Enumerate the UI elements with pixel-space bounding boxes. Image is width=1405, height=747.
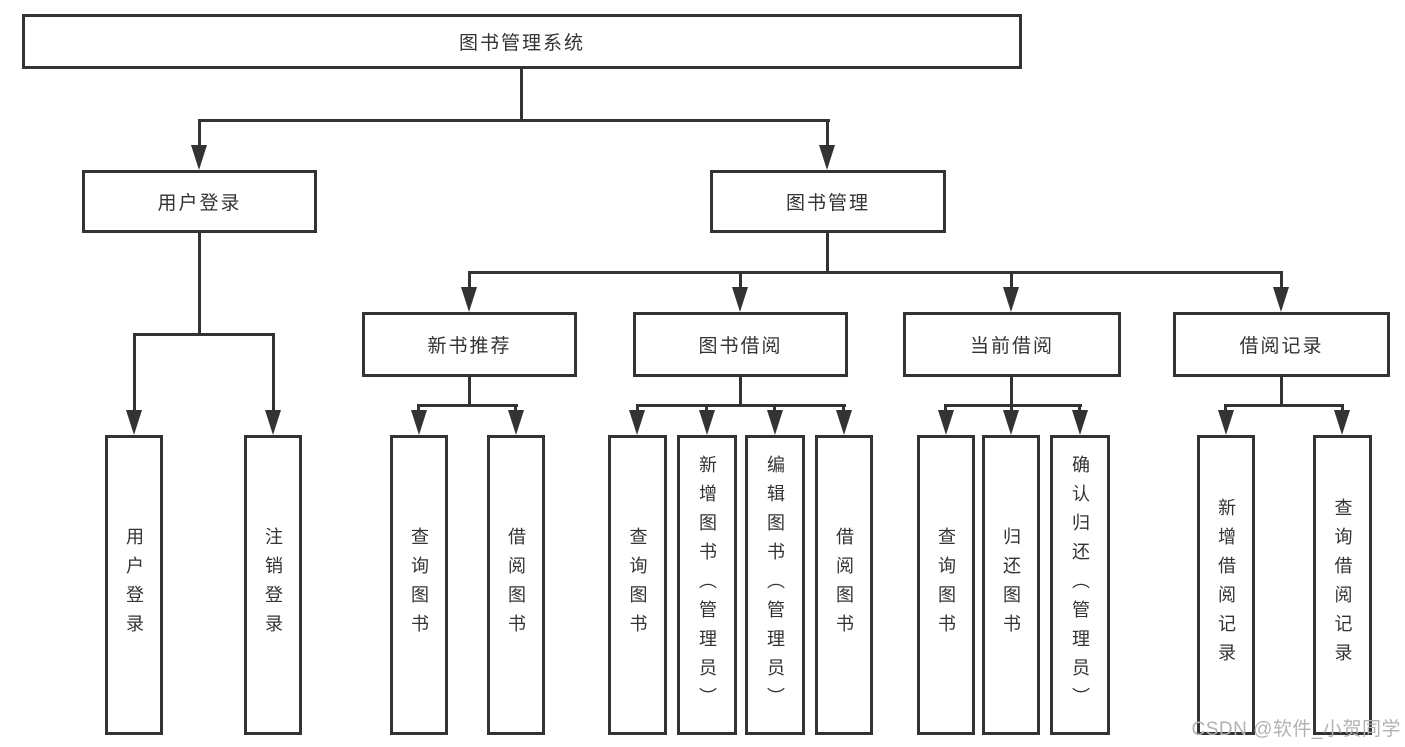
arrowhead-icon bbox=[1273, 287, 1289, 312]
arrowhead-icon bbox=[1334, 410, 1350, 435]
connector-line bbox=[133, 333, 275, 336]
connector-line bbox=[826, 119, 829, 147]
node-book-management: 图书管理 bbox=[710, 170, 946, 233]
node-user-login: 用户登录 bbox=[82, 170, 317, 233]
connector-line bbox=[944, 404, 1082, 407]
arrowhead-icon bbox=[699, 410, 715, 435]
node-leaf-query-books-recommend: 查询图书 bbox=[390, 435, 448, 735]
connector-line bbox=[133, 333, 136, 412]
node-current-borrowing: 当前借阅 bbox=[903, 312, 1121, 377]
arrowhead-icon bbox=[1072, 410, 1088, 435]
connector-line bbox=[739, 271, 742, 291]
connector-line bbox=[1224, 404, 1227, 414]
node-leaf-logout: 注销登录 bbox=[244, 435, 302, 735]
connector-line bbox=[198, 119, 201, 147]
node-leaf-confirm-return-admin: 确认归还（管理员） bbox=[1050, 435, 1110, 735]
arrowhead-icon bbox=[938, 410, 954, 435]
csdn-watermark: CSDN @软件_小贺同学 bbox=[1191, 719, 1401, 740]
arrowhead-icon bbox=[126, 410, 142, 435]
connector-line bbox=[417, 404, 518, 407]
node-leaf-return-books: 归还图书 bbox=[982, 435, 1040, 735]
connector-line bbox=[417, 404, 420, 414]
arrowhead-icon bbox=[819, 145, 835, 170]
arrowhead-icon bbox=[411, 410, 427, 435]
connector-line bbox=[842, 404, 845, 414]
arrowhead-icon bbox=[836, 410, 852, 435]
arrowhead-icon bbox=[767, 410, 783, 435]
arrowhead-icon bbox=[1003, 410, 1019, 435]
node-new-book-recommendation: 新书推荐 bbox=[362, 312, 577, 377]
connector-line bbox=[468, 271, 471, 291]
arrowhead-icon bbox=[1003, 287, 1019, 312]
arrowhead-icon bbox=[191, 145, 207, 170]
node-leaf-add-books-admin: 新增图书（管理员） bbox=[677, 435, 737, 735]
node-leaf-borrow-books: 借阅图书 bbox=[815, 435, 873, 735]
connector-line bbox=[1280, 377, 1283, 407]
arrowhead-icon bbox=[265, 410, 281, 435]
node-leaf-edit-books-admin: 编辑图书（管理员） bbox=[745, 435, 805, 735]
connector-line bbox=[826, 233, 829, 273]
arrowhead-icon bbox=[732, 287, 748, 312]
node-leaf-query-books-current: 查询图书 bbox=[917, 435, 975, 735]
connector-line bbox=[1224, 404, 1344, 407]
connector-line bbox=[198, 233, 201, 333]
node-leaf-borrow-books-recommend: 借阅图书 bbox=[487, 435, 545, 735]
arrowhead-icon bbox=[508, 410, 524, 435]
node-root-library-system: 图书管理系统 bbox=[22, 14, 1022, 69]
connector-line bbox=[636, 404, 846, 407]
connector-line bbox=[1341, 404, 1344, 414]
connector-line bbox=[1280, 271, 1283, 291]
connector-line bbox=[773, 404, 776, 414]
node-leaf-query-borrow-record: 查询借阅记录 bbox=[1313, 435, 1372, 735]
connector-line bbox=[514, 404, 517, 414]
connector-line bbox=[1010, 271, 1013, 291]
connector-line bbox=[468, 271, 1282, 274]
node-book-borrowing: 图书借阅 bbox=[633, 312, 848, 377]
connector-line bbox=[1078, 404, 1081, 414]
connector-line bbox=[1010, 377, 1013, 407]
connector-line bbox=[1010, 404, 1013, 414]
connector-line bbox=[944, 404, 947, 414]
connector-line bbox=[272, 333, 275, 412]
arrowhead-icon bbox=[461, 287, 477, 312]
node-leaf-query-books-borrow: 查询图书 bbox=[608, 435, 667, 735]
connector-line bbox=[739, 377, 742, 407]
connector-line bbox=[520, 69, 523, 119]
arrowhead-icon bbox=[629, 410, 645, 435]
node-leaf-add-borrow-record: 新增借阅记录 bbox=[1197, 435, 1255, 735]
node-leaf-user-login: 用户登录 bbox=[105, 435, 163, 735]
connector-line bbox=[636, 404, 639, 414]
arrowhead-icon bbox=[1218, 410, 1234, 435]
connector-line bbox=[198, 119, 830, 122]
connector-line bbox=[468, 377, 471, 407]
node-borrowing-records: 借阅记录 bbox=[1173, 312, 1390, 377]
connector-line bbox=[705, 404, 708, 414]
